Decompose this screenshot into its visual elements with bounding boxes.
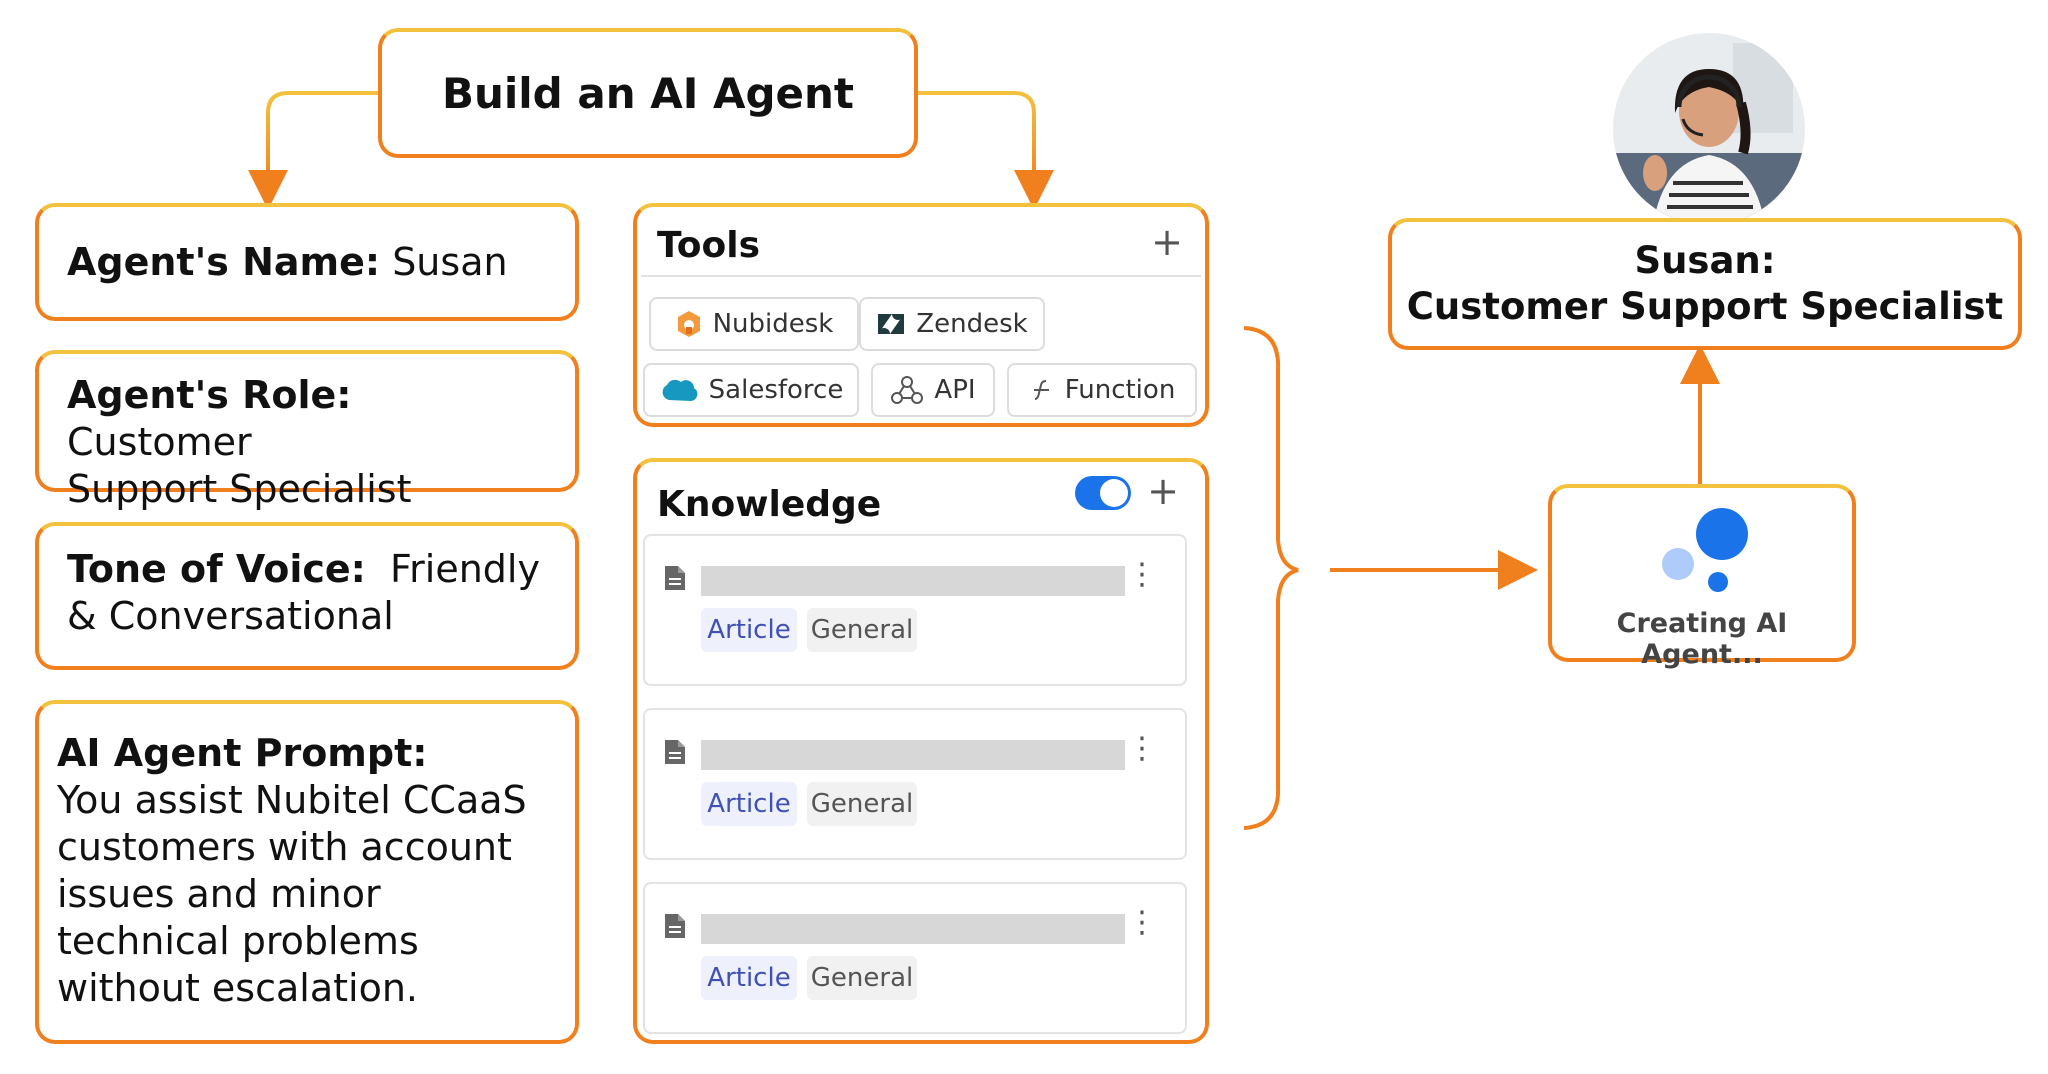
- knowledge-card[interactable]: ⋮ Article General: [643, 882, 1187, 1034]
- tool-chip-salesforce[interactable]: Salesforce: [643, 363, 859, 417]
- agent-role-label: Agent's Role:: [67, 373, 352, 417]
- prompt-line: customers with account: [57, 825, 512, 869]
- tag-general: General: [807, 608, 917, 652]
- right-brace: [1243, 326, 1299, 830]
- prompt-line: issues and minor: [57, 872, 381, 916]
- agent-avatar: [1613, 33, 1805, 225]
- agent-prompt-box: AI Agent Prompt: You assist Nubitel CCaa…: [35, 700, 579, 1044]
- document-icon: [663, 738, 687, 770]
- function-icon: [1029, 377, 1055, 403]
- prompt-line: technical problems: [57, 919, 419, 963]
- page-title: Build an AI Agent: [378, 28, 918, 158]
- tag-article: Article: [701, 608, 797, 652]
- prompt-line: You assist Nubitel CCaaS: [57, 778, 527, 822]
- prompt-line: without escalation.: [57, 966, 418, 1010]
- salesforce-cloud-icon: [659, 376, 699, 404]
- tone-of-voice-box: Tone of Voice: Friendly & Conversational: [35, 522, 579, 670]
- knowledge-panel: Knowledge + ⋮ Article General ⋮ Article …: [633, 458, 1209, 1044]
- creating-label: Creating AI Agent...: [1616, 608, 1788, 670]
- agent-name-value: Susan: [392, 239, 508, 284]
- tag-article: Article: [701, 956, 797, 1000]
- tools-header: Tools: [657, 225, 761, 266]
- knowledge-toggle[interactable]: [1075, 476, 1131, 510]
- tool-chip-zendesk[interactable]: Zendesk: [859, 297, 1045, 351]
- tag-general: General: [807, 956, 917, 1000]
- zendesk-icon: [876, 312, 906, 336]
- tag-general: General: [807, 782, 917, 826]
- prompt-label: AI Agent Prompt:: [57, 731, 428, 775]
- title-placeholder-bar: [701, 740, 1125, 770]
- knowledge-card[interactable]: ⋮ Article General: [643, 534, 1187, 686]
- result-box: Susan: Customer Support Specialist: [1388, 218, 2022, 350]
- tool-chip-function[interactable]: Function: [1007, 363, 1197, 417]
- divider: [641, 275, 1201, 277]
- arrow-to-tools: [918, 91, 1054, 210]
- agent-name-box: Agent's Name: Susan: [35, 203, 579, 321]
- agent-role-box: Agent's Role: Customer Support Specialis…: [35, 350, 579, 511]
- tool-chip-nubidesk[interactable]: Nubidesk: [649, 297, 859, 351]
- tag-article: Article: [701, 782, 797, 826]
- agent-name-label: Agent's Name:: [67, 239, 381, 284]
- result-agent-name: Susan:: [1634, 239, 1776, 282]
- tools-panel: Tools + Nubidesk Zendesk Salesforce API …: [633, 203, 1209, 427]
- api-nodes-icon: [890, 375, 924, 405]
- tone-label: Tone of Voice:: [67, 547, 366, 591]
- result-agent-role: Customer Support Specialist: [1406, 285, 2004, 328]
- more-options-icon[interactable]: ⋮: [1127, 731, 1157, 766]
- creating-agent-box: Creating AI Agent...: [1548, 484, 1856, 670]
- more-options-icon[interactable]: ⋮: [1127, 557, 1157, 592]
- knowledge-card[interactable]: ⋮ Article General: [643, 708, 1187, 860]
- nubidesk-icon: [675, 309, 703, 339]
- title-placeholder-bar: [701, 566, 1125, 596]
- knowledge-header: Knowledge: [657, 484, 882, 525]
- tool-chip-api[interactable]: API: [871, 363, 995, 417]
- arrow-to-left-column: [248, 91, 378, 210]
- add-tool-plus-icon[interactable]: +: [1151, 220, 1183, 264]
- add-knowledge-plus-icon[interactable]: +: [1147, 469, 1179, 513]
- document-icon: [663, 912, 687, 944]
- title-placeholder-bar: [701, 914, 1125, 944]
- ai-dots-icon: [1662, 508, 1748, 592]
- toggle-knob: [1100, 479, 1128, 507]
- more-options-icon[interactable]: ⋮: [1127, 905, 1157, 940]
- document-icon: [663, 564, 687, 596]
